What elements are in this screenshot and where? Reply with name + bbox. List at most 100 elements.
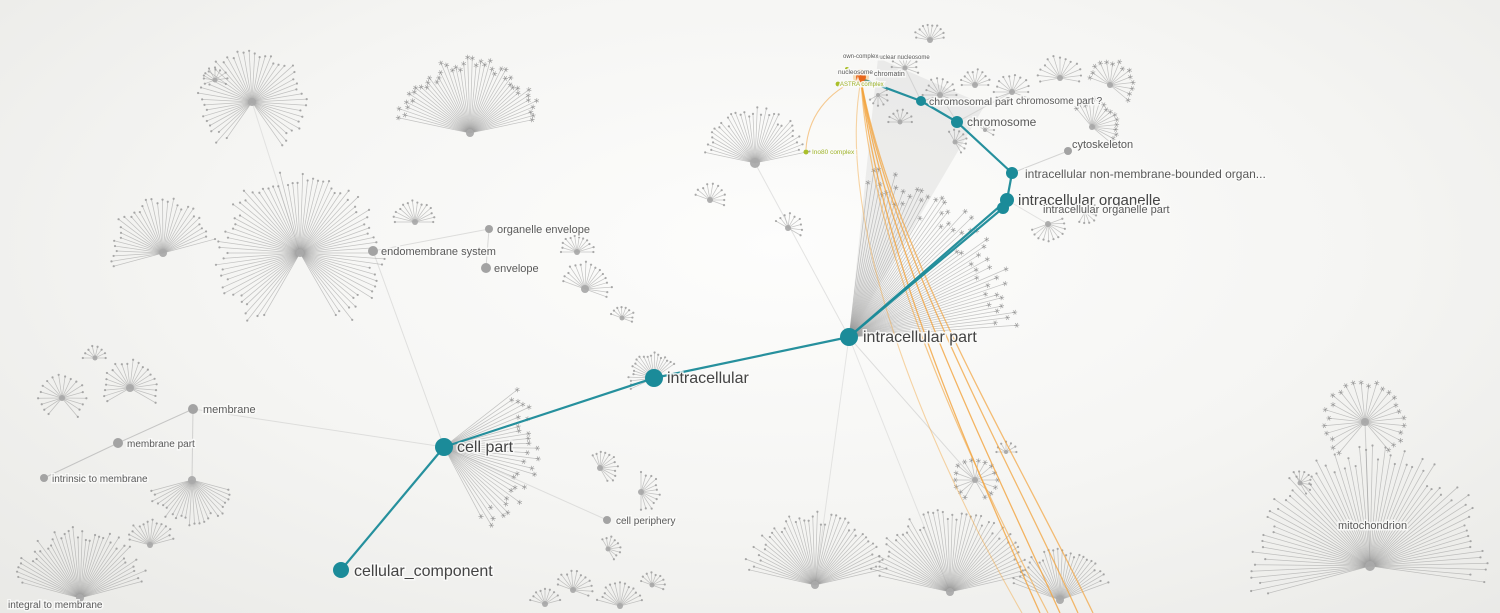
go-term-label-integral-to-membrane[interactable]: integral to membrane <box>7 599 105 613</box>
cluster-hub-node[interactable] <box>617 603 623 609</box>
go-term-label-cell-periphery[interactable]: cell periphery <box>615 515 677 529</box>
cluster-hub-node[interactable] <box>638 489 644 495</box>
go-term-label-endomembrane-system[interactable]: endomembrane system <box>380 245 498 260</box>
go-term-label-membrane-part[interactable]: membrane part <box>126 438 197 452</box>
go-term-label-intracellular-organelle[interactable]: intracellular organelle <box>1017 191 1163 211</box>
cluster-hub-node[interactable] <box>1057 75 1063 81</box>
cluster-hub-node[interactable] <box>1361 418 1369 426</box>
go-term-node[interactable] <box>368 246 378 256</box>
cluster-hub-node[interactable] <box>1107 82 1113 88</box>
cluster-hub-node[interactable] <box>811 581 819 589</box>
cluster-hub-node[interactable] <box>937 92 943 98</box>
go-term-label-envelope[interactable]: envelope <box>493 262 541 277</box>
cluster-hub-node[interactable] <box>159 249 167 257</box>
go-term-label-mitochondrion[interactable]: mitochondrion <box>1337 519 1409 534</box>
cluster-hub-node[interactable] <box>92 355 98 361</box>
go-term-node-chromosomal-part[interactable] <box>916 96 926 106</box>
cluster-hub-node[interactable] <box>597 465 603 471</box>
cluster-hub-node[interactable] <box>76 594 84 602</box>
cluster-hub-node[interactable] <box>1082 209 1088 215</box>
cluster-hub-node[interactable] <box>212 77 218 83</box>
go-term-label-organelle-envelope[interactable]: organelle envelope <box>496 223 592 238</box>
cluster-hub-node[interactable] <box>750 158 760 168</box>
cluster-hub-node[interactable] <box>972 82 978 88</box>
go-term-node-non-membrane-bounded-organelle[interactable] <box>1006 167 1018 179</box>
cluster-hub-node[interactable] <box>1365 561 1375 571</box>
go-term-label-nuclear-nucleosome[interactable]: nuclear nucleosome <box>875 54 932 63</box>
selected-path-nodes[interactable] <box>333 69 1018 578</box>
cluster-hub-node[interactable] <box>946 588 954 596</box>
go-term-node[interactable] <box>1005 97 1011 103</box>
highlighted-term-node[interactable] <box>803 149 809 155</box>
go-term-label-cellular-component[interactable]: cellular_component <box>353 562 495 582</box>
go-term-label-astra-complex[interactable]: ASTRA complex <box>839 81 886 90</box>
go-term-node[interactable] <box>40 474 48 482</box>
go-term-node-intracellular[interactable] <box>645 369 663 387</box>
go-term-node-cellular-component[interactable] <box>333 562 349 578</box>
fan-spoke <box>257 252 301 317</box>
go-term-label-nucleosome[interactable]: nucleosome <box>837 68 875 78</box>
cluster-hub-node[interactable] <box>1004 450 1008 454</box>
cluster-hub-node[interactable] <box>707 197 713 203</box>
cluster-hub-node[interactable] <box>412 219 418 225</box>
go-term-label-intracellular[interactable]: intracellular <box>666 369 751 389</box>
cluster-hub-node[interactable] <box>902 65 908 71</box>
go-term-label-chromosome[interactable]: chromosome <box>966 114 1039 131</box>
cluster-hub-node[interactable] <box>1045 221 1051 227</box>
cluster-hub-node[interactable] <box>785 225 791 231</box>
cluster-hub-node[interactable] <box>147 542 153 548</box>
go-term-label-cytoskeleton[interactable]: cytoskeleton <box>1071 138 1135 153</box>
go-term-label-chromatin[interactable]: chromatin <box>873 70 907 80</box>
cluster-hub-node[interactable] <box>1009 89 1015 95</box>
go-term-node[interactable] <box>1064 147 1072 155</box>
cluster-hub-node[interactable] <box>619 315 625 321</box>
cluster-hub-node[interactable] <box>570 587 576 593</box>
cluster-hub-node[interactable] <box>952 139 958 145</box>
cluster-hub-node[interactable] <box>59 395 65 401</box>
cluster-hub-node[interactable] <box>972 477 978 483</box>
go-term-label-ino80-complex[interactable]: Ino80 complex <box>811 148 857 158</box>
cluster-hub-node[interactable] <box>1089 124 1095 130</box>
go-term-label-intrinsic-to-membrane[interactable]: intrinsic to membrane <box>51 473 150 487</box>
go-term-node[interactable] <box>481 263 491 273</box>
go-term-label-chromosomal-part[interactable]: chromosomal part <box>928 95 1015 110</box>
go-term-node-chromosome[interactable] <box>951 116 963 128</box>
cluster-hub-node[interactable] <box>574 249 580 255</box>
focus-term-node[interactable] <box>856 72 866 82</box>
go-term-label-membrane[interactable]: membrane <box>202 403 258 418</box>
cluster-hub-node[interactable] <box>126 384 134 392</box>
cluster-hub-node[interactable] <box>1056 596 1064 604</box>
highlighted-term-node[interactable] <box>845 67 849 71</box>
go-term-label-chromosome-part-2[interactable]: chromosome part ? <box>1015 95 1105 109</box>
cluster-hub-node[interactable] <box>649 582 655 588</box>
go-term-node[interactable] <box>485 225 493 233</box>
go-term-label-non-membrane-bounded-organelle[interactable]: intracellular non-membrane-bounded organ… <box>1024 166 1268 183</box>
cluster-hub-node[interactable] <box>466 129 474 137</box>
go-term-label-own-complex[interactable]: own-complex <box>842 53 880 62</box>
cluster-hub-node[interactable] <box>897 119 903 125</box>
go-term-label-intracellular-organelle-part[interactable]: intracellular organelle part <box>1042 203 1172 218</box>
cluster-hub-node[interactable] <box>188 476 196 484</box>
cluster-hub-node[interactable] <box>605 546 611 552</box>
cluster-hub-node[interactable] <box>296 249 304 257</box>
go-term-node-intracellular-part[interactable] <box>840 328 858 346</box>
go-term-node[interactable] <box>113 438 123 448</box>
go-term-node[interactable] <box>603 516 611 524</box>
go-term-node[interactable] <box>188 404 198 414</box>
term-nodes[interactable] <box>40 67 1072 524</box>
cluster-hub-node[interactable] <box>1297 480 1303 486</box>
go-term-node-intracellular-organelle-part[interactable] <box>997 202 1009 214</box>
cluster-hub-node[interactable] <box>542 601 548 607</box>
go-term-node-cell-part[interactable] <box>435 438 453 456</box>
highlighted-term-node[interactable] <box>835 81 841 87</box>
cluster-hub-node[interactable] <box>248 98 256 106</box>
cluster-hub-node[interactable] <box>983 128 987 132</box>
cluster-hub-node[interactable] <box>581 285 589 293</box>
cluster-hub-node[interactable] <box>927 37 933 43</box>
go-term-label-cell-part[interactable]: cell part <box>456 438 516 458</box>
cluster-hub-node[interactable] <box>876 93 880 97</box>
fan-spoke <box>848 211 949 338</box>
go-term-label-intracellular-part[interactable]: intracellular part <box>862 328 979 348</box>
